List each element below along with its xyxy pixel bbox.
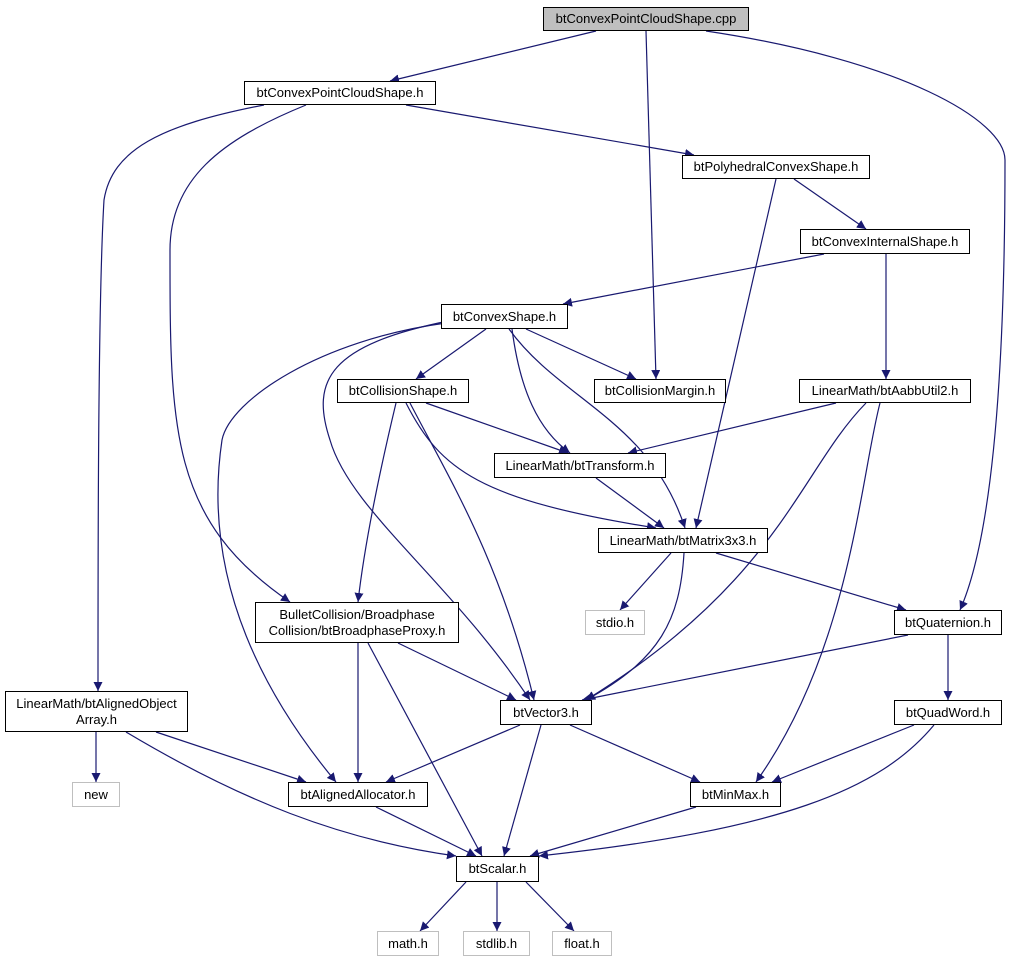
edge-scalar-to-math-h xyxy=(419,881,467,932)
node-root-btConvexPointCloudShape-cpp[interactable]: btConvexPointCloudShape.cpp xyxy=(543,7,749,31)
node-btQuaternion-h[interactable]: btQuaternion.h xyxy=(894,610,1002,635)
node-btAlignedAllocator-h[interactable]: btAlignedAllocator.h xyxy=(288,782,428,807)
edge-polyhedral-to-convex-internal xyxy=(793,178,867,230)
edge-broadphase-proxy-to-scalar xyxy=(367,642,483,857)
edge-matrix3x3-to-stdio xyxy=(619,552,672,611)
edge-convex-point-cloud-to-aligned-object-array xyxy=(93,104,265,692)
node-btConvexPointCloudShape-h[interactable]: btConvexPointCloudShape.h xyxy=(244,81,436,105)
node-new: new xyxy=(72,782,120,807)
edge-convex-point-cloud-to-polyhedral xyxy=(405,104,695,158)
node-math-h: math.h xyxy=(377,931,439,956)
edge-vector3-to-scalar xyxy=(502,724,542,857)
edge-root-to-quaternion xyxy=(705,30,1006,611)
edge-convex-shape-to-matrix3x3 xyxy=(508,328,687,529)
edge-vector3-to-aligned-allocator xyxy=(385,724,521,783)
node-btPolyhedralConvexShape-h[interactable]: btPolyhedralConvexShape.h xyxy=(682,155,870,179)
edge-collision-shape-to-broadphase-proxy xyxy=(354,402,397,603)
node-btCollisionMargin-h[interactable]: btCollisionMargin.h xyxy=(594,379,726,403)
edge-convex-shape-to-vector3 xyxy=(322,320,531,701)
edge-convex-point-cloud-to-broadphase-proxy xyxy=(169,104,307,603)
edge-broadphase-proxy-to-vector3 xyxy=(397,642,517,701)
edge-transform-to-matrix3x3 xyxy=(595,477,665,529)
node-btAlignedObjectArray-h[interactable]: LinearMath/btAlignedObject Array.h xyxy=(5,691,188,732)
node-btScalar-h[interactable]: btScalar.h xyxy=(456,856,539,882)
edge-minmax-to-scalar xyxy=(529,806,697,858)
node-btConvexShape-h[interactable]: btConvexShape.h xyxy=(441,304,568,329)
edge-polyhedral-to-matrix3x3 xyxy=(693,178,777,529)
edge-root-to-convex-point-cloud xyxy=(389,30,597,84)
edge-root-to-collision-margin xyxy=(645,30,661,380)
edge-aabb-util2-to-vector3 xyxy=(585,402,867,701)
edge-vector3-to-minmax xyxy=(569,724,701,783)
node-btAabbUtil2-h[interactable]: LinearMath/btAabbUtil2.h xyxy=(799,379,971,403)
edge-quaternion-to-vector3 xyxy=(581,634,909,703)
edge-convex-internal-to-convex-shape xyxy=(562,253,825,307)
node-stdio-h: stdio.h xyxy=(585,610,645,635)
edge-convex-shape-to-transform xyxy=(511,328,571,454)
node-btMatrix3x3-h[interactable]: LinearMath/btMatrix3x3.h xyxy=(598,528,768,553)
edge-aligned-allocator-to-scalar xyxy=(375,806,477,857)
edge-aligned-object-array-to-aligned-allocator xyxy=(155,731,307,784)
node-float-h: float.h xyxy=(552,931,612,956)
node-btTransform-h[interactable]: LinearMath/btTransform.h xyxy=(494,453,666,478)
node-btCollisionShape-h[interactable]: btCollisionShape.h xyxy=(337,379,469,403)
edge-convex-shape-to-collision-margin xyxy=(525,328,637,380)
node-btMinMax-h[interactable]: btMinMax.h xyxy=(690,782,781,807)
edge-convex-shape-to-collision-shape xyxy=(415,328,487,380)
node-stdlib-h: stdlib.h xyxy=(463,931,530,956)
edge-matrix3x3-to-vector3 xyxy=(585,552,685,701)
edge-collision-shape-to-transform xyxy=(425,402,569,455)
node-btBroadphaseProxy-h[interactable]: BulletCollision/Broadphase Collision/btB… xyxy=(255,602,459,643)
edge-quadword-to-scalar xyxy=(538,724,935,860)
edge-collision-shape-to-vector3 xyxy=(409,402,537,701)
edge-scalar-to-float-h xyxy=(525,881,575,932)
edge-aabb-util2-to-transform xyxy=(627,402,837,456)
edge-convex-shape-to-aligned-allocator xyxy=(217,322,447,783)
edge-matrix3x3-to-quaternion xyxy=(715,552,907,612)
edge-quadword-to-minmax xyxy=(771,724,915,783)
node-btVector3-h[interactable]: btVector3.h xyxy=(500,700,592,725)
node-btQuadWord-h[interactable]: btQuadWord.h xyxy=(894,700,1002,725)
edge-collision-shape-to-matrix3x3 xyxy=(405,402,657,532)
edge-aligned-object-array-to-scalar xyxy=(125,731,457,860)
node-btConvexInternalShape-h[interactable]: btConvexInternalShape.h xyxy=(800,229,970,254)
edge-aabb-util2-to-minmax xyxy=(755,402,881,783)
